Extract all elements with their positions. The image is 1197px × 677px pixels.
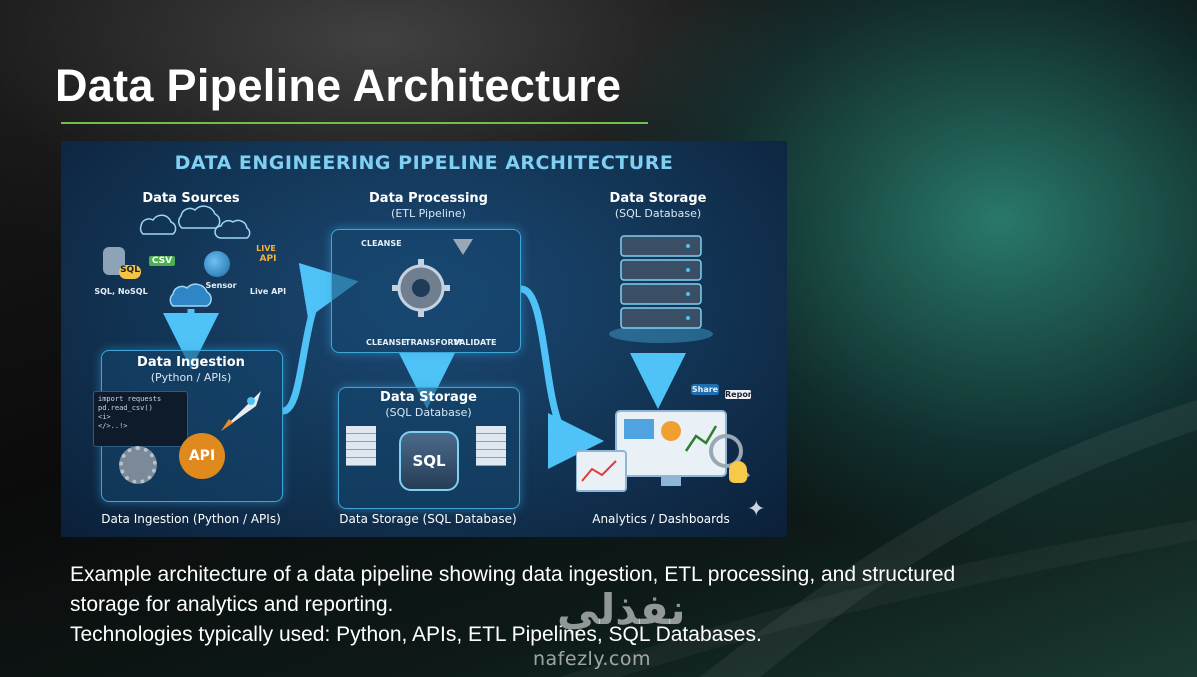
code-line: <i>: [98, 413, 111, 421]
server-rack-icon: [609, 235, 713, 343]
code-line: pd.read_csv(): [98, 404, 153, 412]
processing-heading: Data Processing: [369, 191, 488, 206]
flow-arrows: [163, 263, 686, 469]
caption-line: Example architecture of a data pipeline …: [70, 563, 956, 586]
ingestion-footer: Data Ingestion (Python / APIs): [101, 512, 281, 526]
storage-mid-footer: Data Storage (SQL Database): [339, 512, 517, 526]
sources-heading: Data Sources: [142, 191, 240, 206]
processing-subheading: (ETL Pipeline): [391, 207, 466, 220]
caption-line: storage for analytics and reporting.: [70, 593, 394, 616]
analytics-footer: Analytics / Dashboards: [592, 512, 730, 526]
sql-database-icon: SQL: [399, 431, 459, 491]
ingestion-heading: Data Ingestion: [137, 355, 245, 370]
funnel-icon: [453, 239, 473, 255]
dashboard-monitor-icon: [576, 410, 750, 492]
storage-top-subheading: (SQL Database): [614, 207, 702, 220]
api-gear-icon: API: [179, 433, 225, 479]
storage-mid-heading: Data Storage: [380, 390, 477, 405]
rocket-icon: [221, 391, 261, 431]
arrow-ingestion-to-processing: [281, 263, 359, 415]
lightbulb-icon: [729, 461, 747, 483]
validate-label: VALIDATE: [453, 338, 497, 347]
title-underline: [61, 122, 648, 124]
table-icon: [346, 426, 376, 466]
infographic-title: DATA ENGINEERING PIPELINE ARCHITECTURE: [174, 152, 674, 174]
slide-title: Data Pipeline Architecture: [55, 60, 622, 111]
ingestion-subheading: (Python / APIs): [150, 371, 232, 384]
sql-nosql-label: SQL, NoSQL: [94, 287, 148, 296]
report-badge: Report: [725, 390, 756, 399]
watermark-latin: nafezly.com: [533, 648, 651, 670]
sparkle-icon: ✦: [747, 497, 766, 522]
storage-mid-subheading: (SQL Database): [385, 406, 472, 419]
gear-icon: [119, 446, 157, 484]
share-badge: Share: [691, 384, 719, 395]
arrow-processing-to-analytics: [519, 285, 604, 469]
cleanse-top-label: CLEANSE: [361, 239, 402, 248]
sql-badge: SQL: [119, 265, 141, 279]
storage-top-heading: Data Storage: [609, 191, 707, 206]
sensor-label: Sensor: [205, 281, 237, 290]
csv-icon: CSV: [149, 256, 175, 266]
watermark-arabic: نفذلي: [557, 585, 686, 634]
code-line: </>..!>: [98, 422, 128, 430]
pipeline-infographic: DATA ENGINEERING PIPELINE ARCHITECTURE D…: [61, 141, 787, 537]
table-icon: [476, 426, 506, 466]
code-line: import requests: [98, 395, 162, 403]
cleanse-label: CLEANSE: [366, 338, 407, 347]
globe-icon: [204, 251, 230, 277]
caption-line: Technologies typically used: Python, API…: [70, 623, 762, 646]
code-snippet: import requests pd.read_csv() <i> </>..!…: [93, 391, 188, 447]
gear-icon: [392, 259, 450, 317]
api-signal-icon: API: [259, 254, 277, 264]
slide-caption: Example architecture of a data pipeline …: [70, 560, 1070, 650]
live-label: LIVE: [256, 244, 276, 253]
live-api-label: Live API: [249, 287, 287, 296]
transform-label: TRANSFORM: [405, 338, 462, 347]
cloud-icon: [139, 205, 251, 307]
